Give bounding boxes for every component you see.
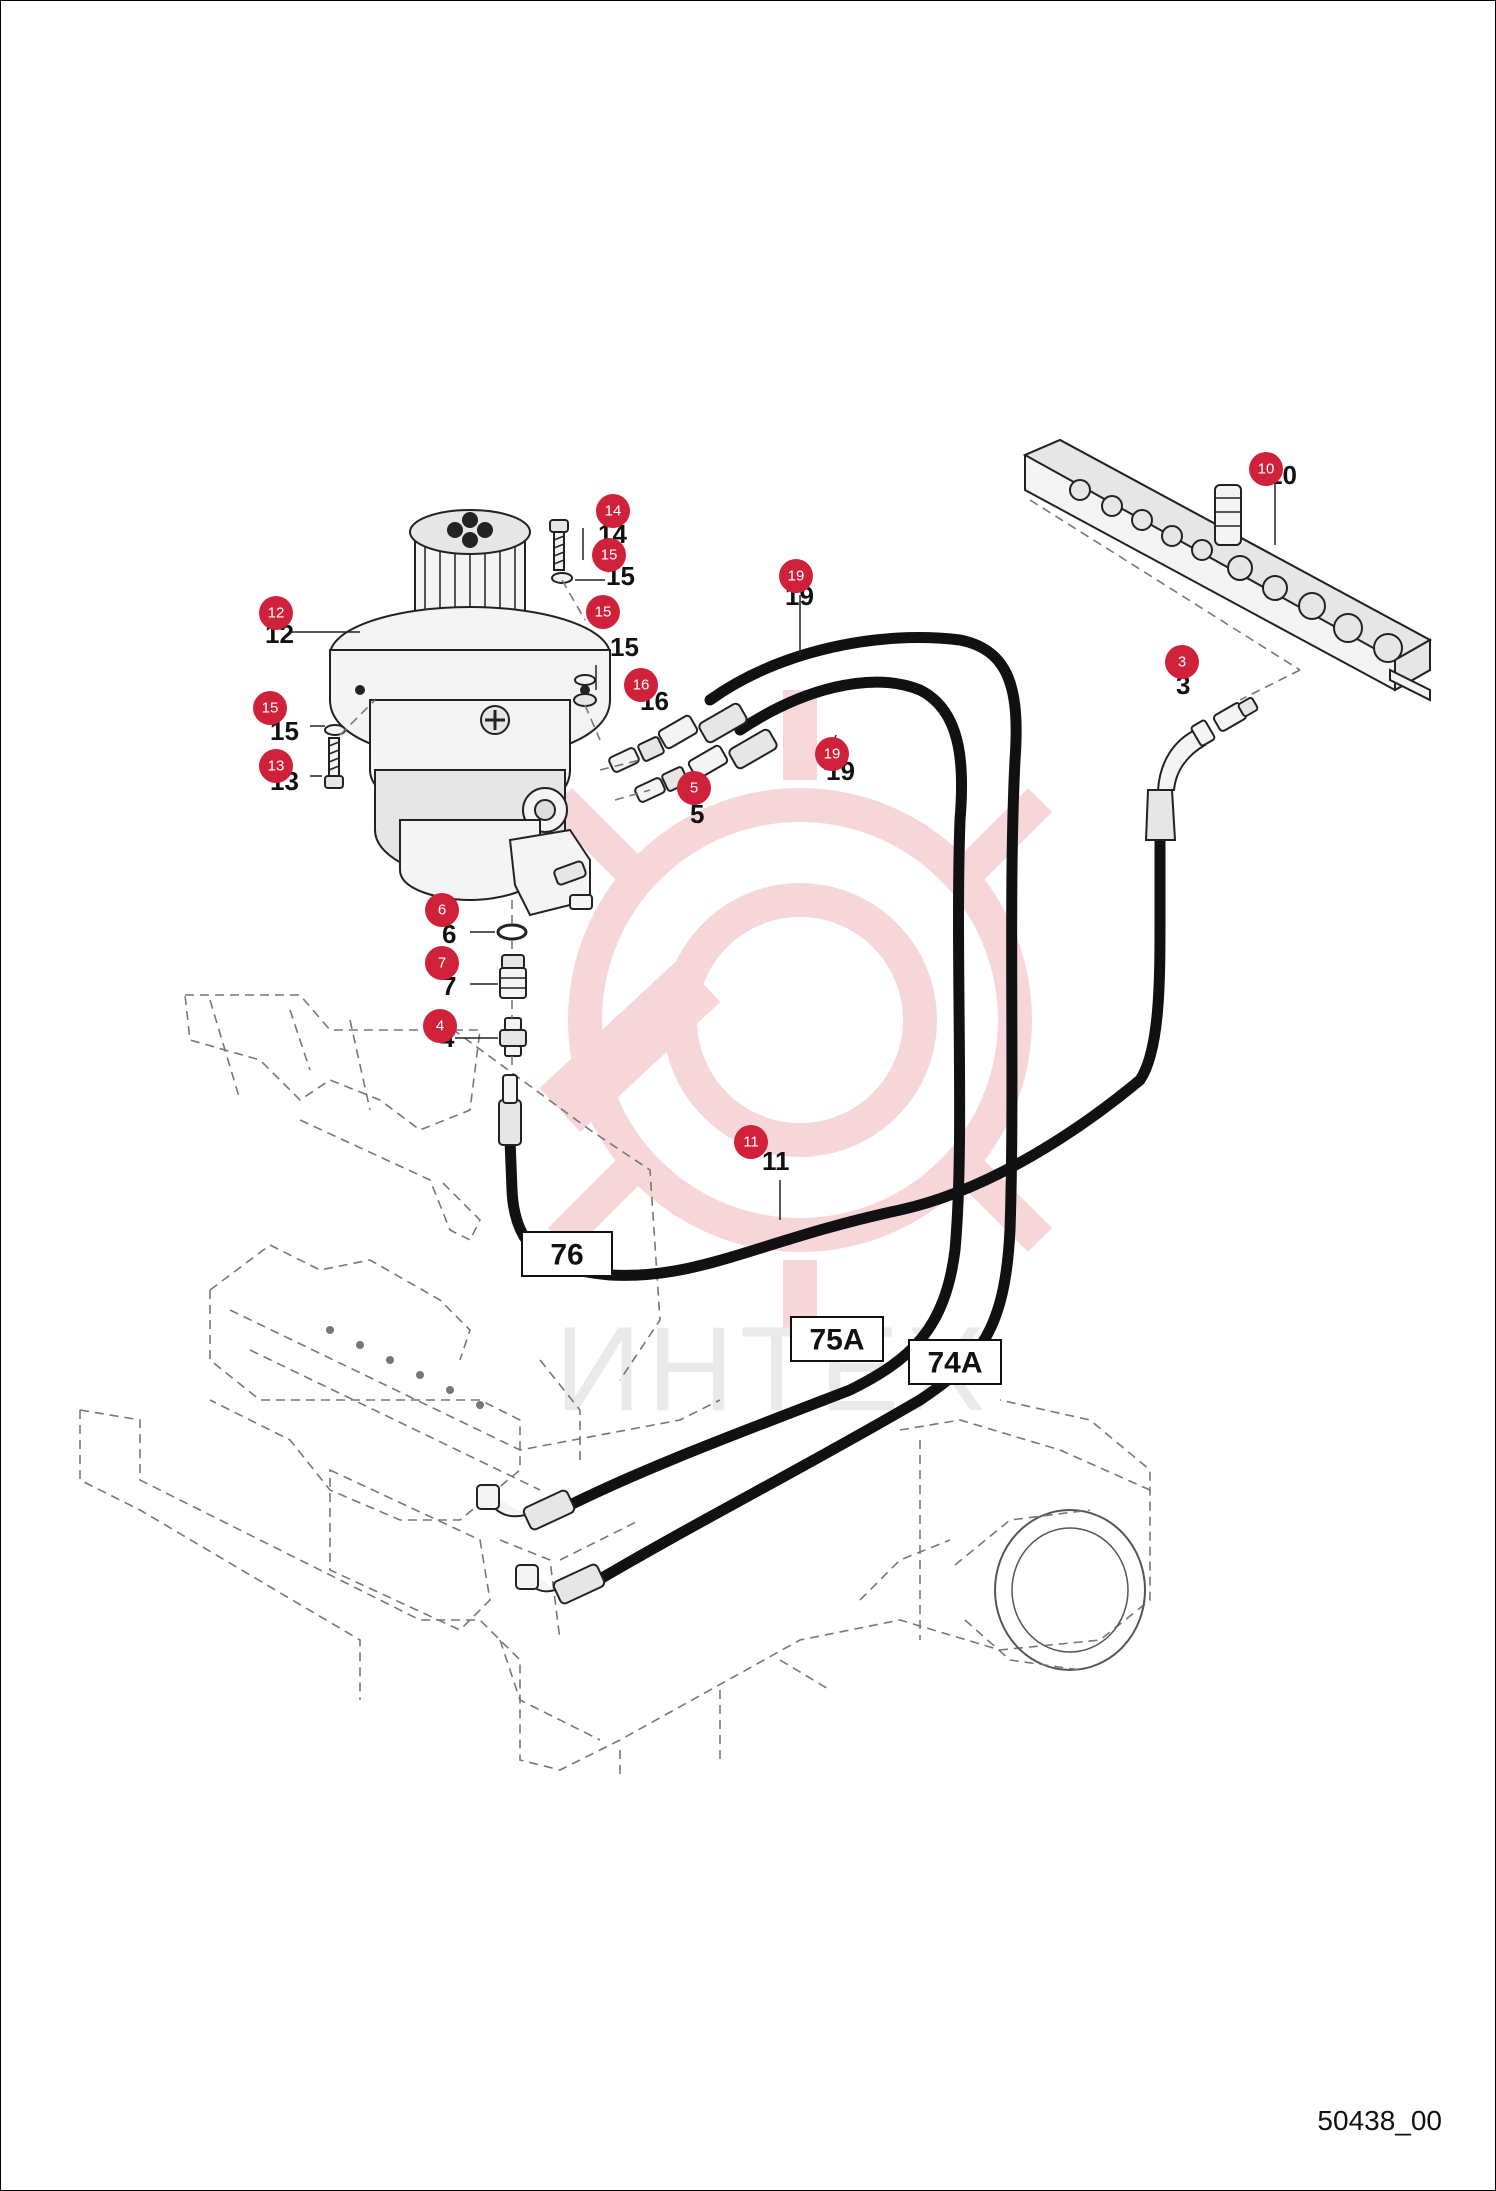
hose-tag-76: 76 bbox=[521, 1231, 613, 1277]
svg-text:3: 3 bbox=[1178, 654, 1186, 671]
badge-10[interactable]: 10 bbox=[1249, 452, 1283, 486]
svg-text:4: 4 bbox=[436, 1018, 444, 1035]
adapter-5-a bbox=[608, 736, 665, 773]
projection-lines bbox=[339, 579, 651, 1070]
badge-5[interactable]: 5 bbox=[677, 771, 711, 805]
washer-15-top bbox=[551, 572, 573, 584]
badge-13[interactable]: 13 bbox=[259, 749, 293, 783]
callout-badges: 14 15 15 12 16 15 13 5 6 7 4 19 19 11 10… bbox=[253, 452, 1283, 1159]
badge-15d[interactable]: 15 bbox=[253, 691, 287, 725]
fitting-3 bbox=[1212, 697, 1259, 732]
bolt-14 bbox=[549, 519, 569, 571]
fitting-hose-11-top bbox=[498, 1074, 522, 1146]
svg-text:76: 76 bbox=[550, 1239, 583, 1272]
badge-14[interactable]: 14 bbox=[596, 494, 630, 528]
svg-text:12: 12 bbox=[268, 605, 285, 622]
svg-text:75A: 75A bbox=[809, 1324, 864, 1357]
svg-text:15: 15 bbox=[595, 604, 612, 621]
svg-text:7: 7 bbox=[438, 955, 446, 972]
nut-16 bbox=[573, 693, 597, 707]
fitting-hose-11-right bbox=[1144, 719, 1216, 841]
svg-text:15: 15 bbox=[601, 547, 618, 564]
badge-11[interactable]: 11 bbox=[734, 1125, 768, 1159]
badge-15b[interactable]: 15 bbox=[586, 595, 620, 629]
hose-tag-75a: 75A bbox=[790, 1316, 884, 1362]
callout-15b-text: 15 bbox=[610, 632, 639, 662]
svg-text:16: 16 bbox=[633, 677, 650, 694]
machine-frame-outline bbox=[79, 994, 1151, 1780]
fitting-hose-75a-top bbox=[687, 728, 778, 780]
badge-19b[interactable]: 19 bbox=[815, 737, 849, 771]
hose-tag-74a: 74A bbox=[908, 1339, 1002, 1385]
adapter-4 bbox=[499, 1017, 527, 1057]
badge-3[interactable]: 3 bbox=[1165, 645, 1199, 679]
svg-text:6: 6 bbox=[438, 902, 446, 919]
svg-text:19: 19 bbox=[788, 568, 805, 585]
badge-6[interactable]: 6 bbox=[425, 893, 459, 927]
drawing-number: 50438_00 bbox=[1317, 2105, 1442, 2136]
fitting-hose-75a-bottom bbox=[476, 1484, 576, 1531]
callout-11-text: 11 bbox=[762, 1146, 790, 1176]
badge-7[interactable]: 7 bbox=[425, 946, 459, 980]
fitting-hose-74a-bottom bbox=[515, 1563, 606, 1605]
badge-19a[interactable]: 19 bbox=[779, 559, 813, 593]
oring-6 bbox=[496, 923, 528, 941]
svg-text:10: 10 bbox=[1258, 461, 1275, 478]
svg-text:5: 5 bbox=[690, 780, 698, 797]
svg-text:19: 19 bbox=[824, 746, 841, 763]
svg-text:15: 15 bbox=[262, 700, 279, 717]
svg-text:13: 13 bbox=[268, 758, 285, 775]
hose-75a[interactable] bbox=[554, 676, 968, 1516]
hose-74a[interactable] bbox=[584, 632, 1022, 1591]
badge-15a[interactable]: 15 bbox=[592, 538, 626, 572]
svg-text:11: 11 bbox=[743, 1134, 759, 1151]
badge-16[interactable]: 16 bbox=[624, 668, 658, 702]
badge-12[interactable]: 12 bbox=[259, 596, 293, 630]
bolt-13 bbox=[324, 737, 344, 789]
washer-15-mid bbox=[574, 674, 596, 686]
swing-motor-assembly[interactable] bbox=[329, 509, 611, 917]
adapter-7 bbox=[499, 954, 527, 999]
svg-text:14: 14 bbox=[605, 503, 622, 520]
svg-text:74A: 74A bbox=[927, 1347, 982, 1380]
fitting-hose-74a-top bbox=[657, 702, 748, 750]
badge-4[interactable]: 4 bbox=[423, 1009, 457, 1043]
manifold-10[interactable] bbox=[1022, 438, 1433, 702]
fitting-3-projection-line bbox=[1239, 669, 1301, 701]
callout-5-text: 5 bbox=[690, 799, 704, 829]
manifold-projection-line bbox=[1029, 499, 1301, 671]
